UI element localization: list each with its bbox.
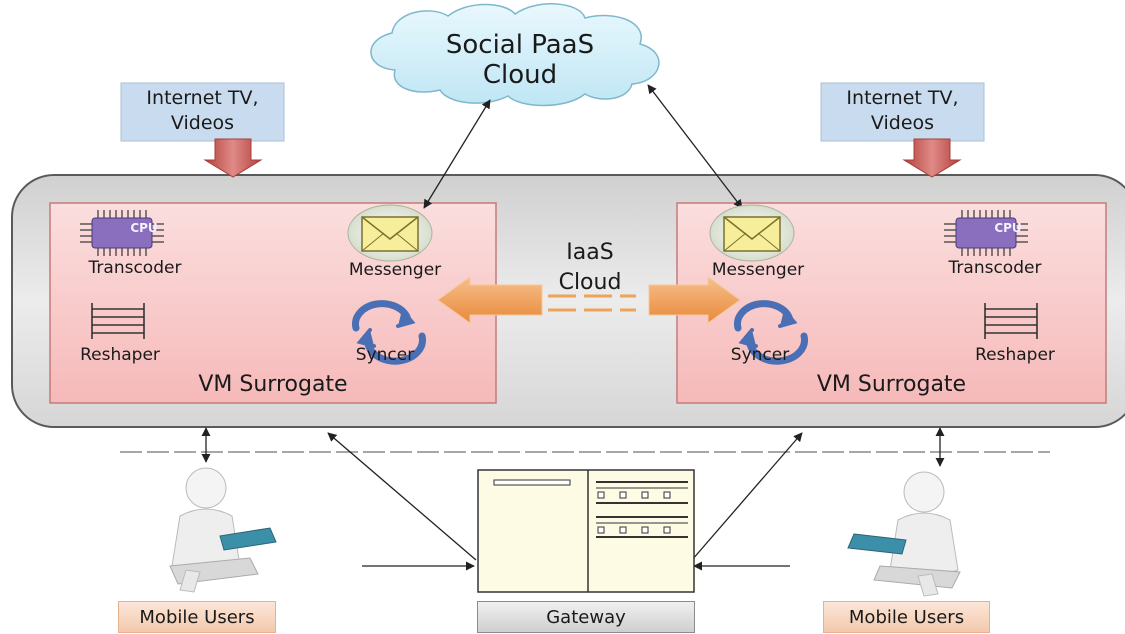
syncer-label-right: Syncer xyxy=(730,345,790,365)
mobile-user-left-figure xyxy=(169,467,277,593)
source-left-line2: Videos xyxy=(170,112,235,134)
gateway-label: Gateway xyxy=(477,601,695,633)
red-arrow-right xyxy=(902,138,962,178)
messenger-label-left: Messenger xyxy=(348,260,442,280)
iaas-label-line1: IaaS xyxy=(566,240,614,265)
cpu-chip-icon-right xyxy=(944,210,1028,256)
gateway-server-icon xyxy=(477,469,695,593)
cloud-label-line1: Social PaaS xyxy=(445,30,595,60)
iaas-label-line2: Cloud xyxy=(558,270,622,295)
cloud-label: Social PaaS Cloud xyxy=(430,30,610,90)
source-right-line1: Internet TV, xyxy=(846,87,959,109)
cpu-chip-label-left: CPU xyxy=(130,221,158,235)
cloud-label-line2: Cloud xyxy=(482,60,558,90)
syncer-icon-left xyxy=(352,300,426,365)
cloud-shape xyxy=(370,3,660,107)
arrow-cloud-to-messenger-right xyxy=(647,84,743,209)
source-label-right: Internet TV, Videos xyxy=(821,86,984,136)
cpu-chip-label-right: CPU xyxy=(994,221,1022,235)
source-label-left: Internet TV, Videos xyxy=(121,86,284,136)
iaas-label: IaaS Cloud xyxy=(540,238,640,298)
source-box-left xyxy=(120,82,285,142)
mobile-users-label-left: Mobile Users xyxy=(118,601,276,633)
syncer-icon-right xyxy=(734,300,808,365)
reshaper-label-right: Reshaper xyxy=(975,345,1055,365)
red-arrow-left xyxy=(203,138,263,178)
messenger-icon-left xyxy=(347,204,433,262)
vm-surrogate-title-left: VM Surrogate xyxy=(198,372,348,397)
arrow-cloud-to-messenger-left xyxy=(423,99,491,209)
orange-arrow-right xyxy=(648,276,741,324)
syncer-label-left: Syncer xyxy=(355,345,415,365)
transcoder-label-left: Transcoder xyxy=(88,258,182,278)
messenger-label-right: Messenger xyxy=(711,260,805,280)
cpu-chip-icon-left xyxy=(80,210,164,256)
source-left-line1: Internet TV, xyxy=(146,87,259,109)
mobile-user-right-figure xyxy=(847,471,961,597)
mobile-users-label-right: Mobile Users xyxy=(823,601,990,633)
source-box-right xyxy=(820,82,985,142)
arrow-gateway-right xyxy=(691,432,803,561)
source-right-line2: Videos xyxy=(870,112,935,134)
vm-surrogate-title-right: VM Surrogate xyxy=(816,372,967,397)
orange-arrow-left xyxy=(437,276,543,324)
transcoder-label-right: Transcoder xyxy=(948,258,1042,278)
reshaper-icon-right xyxy=(984,303,1038,339)
messenger-icon-right xyxy=(709,204,795,262)
arrow-gateway-left xyxy=(327,432,477,561)
reshaper-label-left: Reshaper xyxy=(80,345,160,365)
reshaper-icon-left xyxy=(91,303,145,339)
